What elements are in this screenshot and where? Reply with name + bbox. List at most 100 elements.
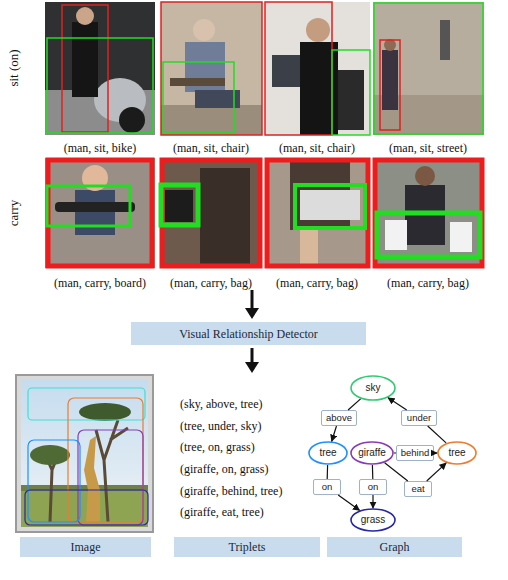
person-head (306, 18, 330, 42)
photo-sit-street (373, 2, 484, 135)
ellipse-shape (351, 442, 393, 464)
graph-connector (427, 463, 446, 481)
bag (450, 222, 472, 252)
person-leg (300, 230, 318, 268)
photo-bg (373, 158, 484, 268)
chair (338, 70, 364, 130)
arrow-shaft (251, 290, 254, 310)
photo-bg (45, 158, 155, 268)
node-text: Visual Relationship Detector (179, 328, 318, 340)
node-text: on (368, 482, 379, 492)
object-box (374, 3, 483, 134)
subject-box (375, 160, 482, 266)
subject-box (267, 160, 368, 266)
person-body (382, 50, 398, 110)
relation-box: on (359, 479, 387, 495)
tree-trunk (96, 420, 128, 522)
node-text: grass (361, 515, 385, 525)
arrow-head (245, 362, 259, 373)
row-label: carry (7, 200, 20, 227)
ellipse-shape (351, 376, 395, 400)
relation-box: on (313, 479, 341, 495)
triplet-text: (tree, on, grass) (180, 441, 255, 453)
node-text: tree (319, 448, 336, 458)
ellipse-shape (438, 442, 476, 464)
tree-crown (79, 403, 131, 421)
subject-box (48, 160, 152, 266)
subject-box (161, 2, 262, 135)
object-box (161, 185, 198, 225)
graph-connector (327, 465, 329, 479)
graph-connector (388, 398, 407, 410)
subject-box (380, 40, 400, 130)
giraffe-shape (84, 436, 100, 522)
graph-connector (372, 495, 373, 508)
detector-band: Visual Relationship Detector (131, 322, 366, 345)
caption-text: (man, carry, bag) (276, 277, 358, 289)
grass-box (25, 490, 148, 525)
sky-box (28, 388, 145, 420)
node-text: giraffe (358, 448, 386, 458)
person-head (384, 39, 396, 51)
caption-text: (man, carry, bag) (387, 277, 469, 289)
graph-connector (338, 495, 359, 510)
relation-box: eat (404, 481, 432, 497)
photo-bg (373, 2, 484, 135)
arrow-shaft (251, 348, 254, 364)
scene-sky (21, 380, 148, 527)
image-frame (16, 375, 153, 532)
bag (165, 190, 193, 222)
arrow-head (245, 308, 259, 319)
graph-connector (372, 465, 374, 479)
subject-box (162, 160, 260, 266)
scene-grass (21, 488, 148, 527)
scene-image (16, 375, 153, 532)
triplet-text: (tree, under, sky) (180, 420, 262, 432)
bag (385, 220, 407, 250)
tree-crown (30, 445, 70, 465)
object-node: grass (350, 508, 396, 532)
tree-box (28, 440, 80, 522)
subject-box (62, 5, 108, 132)
section-band: Triplets (174, 537, 320, 557)
caption-text: (man, carry, bag) (170, 277, 252, 289)
flow-arrow (245, 348, 259, 373)
node-text: behind (401, 448, 430, 458)
node-text: eat (411, 484, 424, 494)
object-box (47, 38, 153, 133)
section-band: Graph (327, 537, 462, 557)
node-text: Image (71, 541, 101, 553)
chair-seat (170, 78, 225, 86)
caption-text: (man, carry, board) (54, 277, 146, 289)
row-label: sit (on) (7, 49, 20, 86)
node-text: under (407, 413, 431, 423)
object-node: giraffe (350, 441, 394, 465)
distant-person (440, 20, 450, 60)
photo-carry-bag (160, 158, 262, 268)
photo-sit-bike (45, 2, 155, 135)
photo-carry-board (45, 158, 155, 268)
skateboard (55, 202, 135, 212)
graph-connector (348, 399, 361, 410)
photo-ground (161, 105, 262, 135)
photo-bg (161, 2, 262, 135)
node-text: above (326, 413, 352, 423)
section-band: Image (20, 537, 151, 557)
person-body (72, 22, 98, 97)
object-box (163, 62, 234, 132)
node-text: Triplets (229, 541, 266, 553)
photo-carry-bag-3 (373, 158, 484, 268)
graph-connector (385, 463, 408, 481)
graph-connector (428, 426, 446, 443)
triplet-text: (giraffe, eat, tree) (180, 506, 264, 518)
flow-arrow (245, 290, 259, 319)
ellipse-shape (309, 442, 347, 464)
person-head (193, 19, 215, 41)
node-text: tree (448, 448, 465, 458)
caption-text: (man, sit, chair) (279, 142, 355, 154)
relation-box: under (401, 410, 437, 426)
caption-text: (man, sit, bike) (64, 142, 137, 154)
caption-text: (man, sit, chair) (173, 142, 249, 154)
object-box (377, 213, 480, 257)
